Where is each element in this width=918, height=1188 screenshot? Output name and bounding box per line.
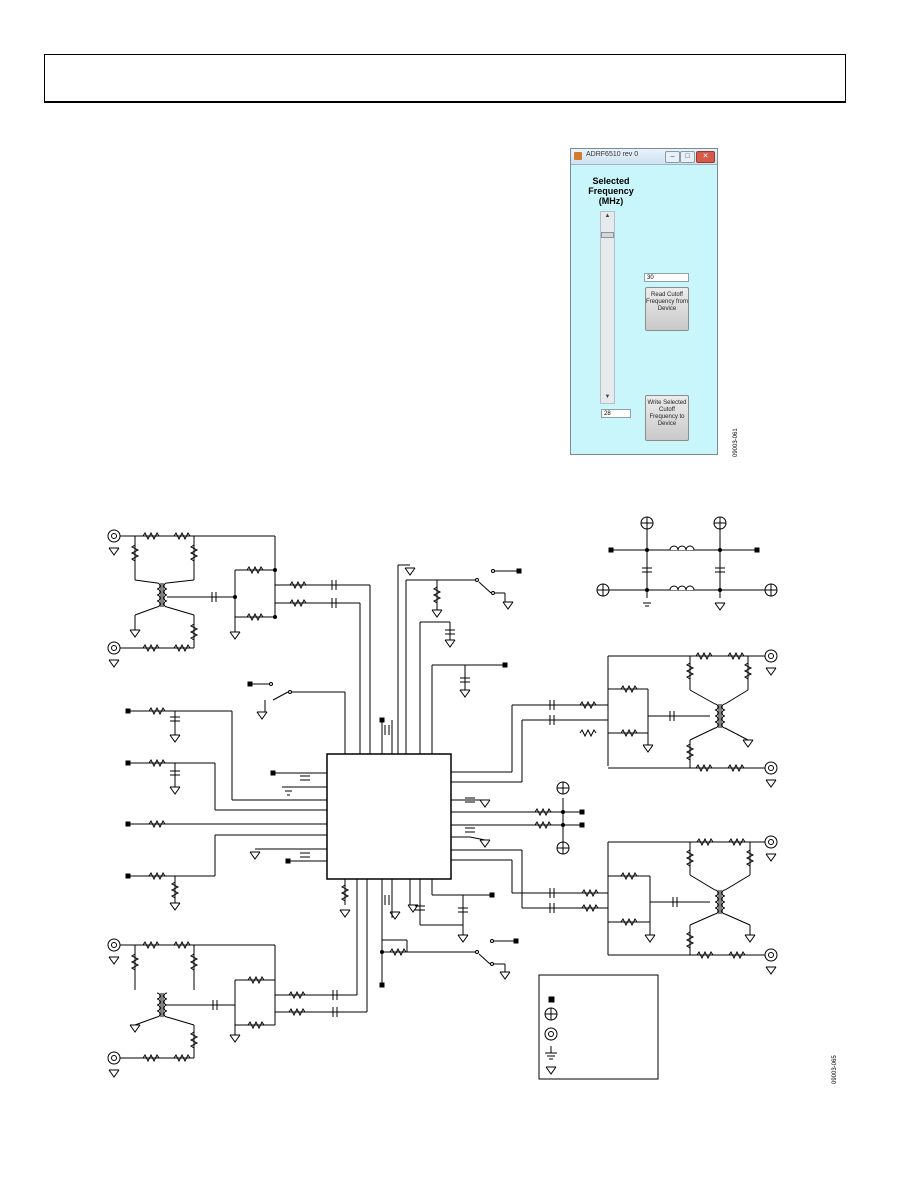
sma-connector-icon bbox=[544, 1027, 558, 1041]
page-header-box bbox=[44, 54, 846, 103]
close-icon[interactable]: ✕ bbox=[696, 151, 715, 163]
left-control-inputs bbox=[125, 681, 351, 918]
ground-icon bbox=[545, 1046, 557, 1060]
app-icon bbox=[574, 152, 582, 160]
symbol-legend bbox=[538, 974, 659, 1080]
minimize-icon[interactable]: – bbox=[665, 151, 680, 163]
window-title: ADRF6510 rev 0 bbox=[586, 151, 639, 158]
output-network-top bbox=[451, 649, 778, 788]
evaluation-software-window: ADRF6510 rev 0 – □ ✕ Selected Frequency … bbox=[570, 148, 718, 455]
test-point-icon bbox=[548, 996, 555, 1003]
selected-frequency-label: Selected Frequency (MHz) bbox=[588, 176, 634, 206]
input-network-top bbox=[107, 529, 371, 754]
slider-down-arrow[interactable]: ▼ bbox=[604, 394, 611, 400]
read-cutoff-button[interactable]: Read Cutoff Frequency from Device bbox=[645, 287, 689, 331]
bottom-supply-network bbox=[379, 879, 519, 988]
adrf6510-ic bbox=[326, 753, 452, 880]
read-frequency-field[interactable]: 30 bbox=[644, 273, 689, 282]
slider-thumb[interactable] bbox=[601, 232, 614, 238]
window-titlebar: ADRF6510 rev 0 – □ ✕ bbox=[571, 149, 717, 165]
input-network-bottom bbox=[107, 879, 368, 1078]
frequency-slider[interactable]: ▲ ▼ bbox=[600, 211, 615, 404]
power-supply-icon bbox=[544, 1007, 558, 1021]
write-cutoff-button[interactable]: Write Selected Cutoff Frequency to Devic… bbox=[645, 395, 689, 441]
maximize-icon[interactable]: □ bbox=[680, 151, 695, 163]
top-supply-network bbox=[379, 564, 522, 754]
output-network-bottom bbox=[451, 835, 778, 975]
slider-up-arrow[interactable]: ▲ bbox=[604, 213, 611, 219]
power-filter-network bbox=[596, 516, 778, 611]
right-pins-network bbox=[451, 781, 585, 855]
selected-frequency-field[interactable]: 28 bbox=[601, 409, 631, 418]
